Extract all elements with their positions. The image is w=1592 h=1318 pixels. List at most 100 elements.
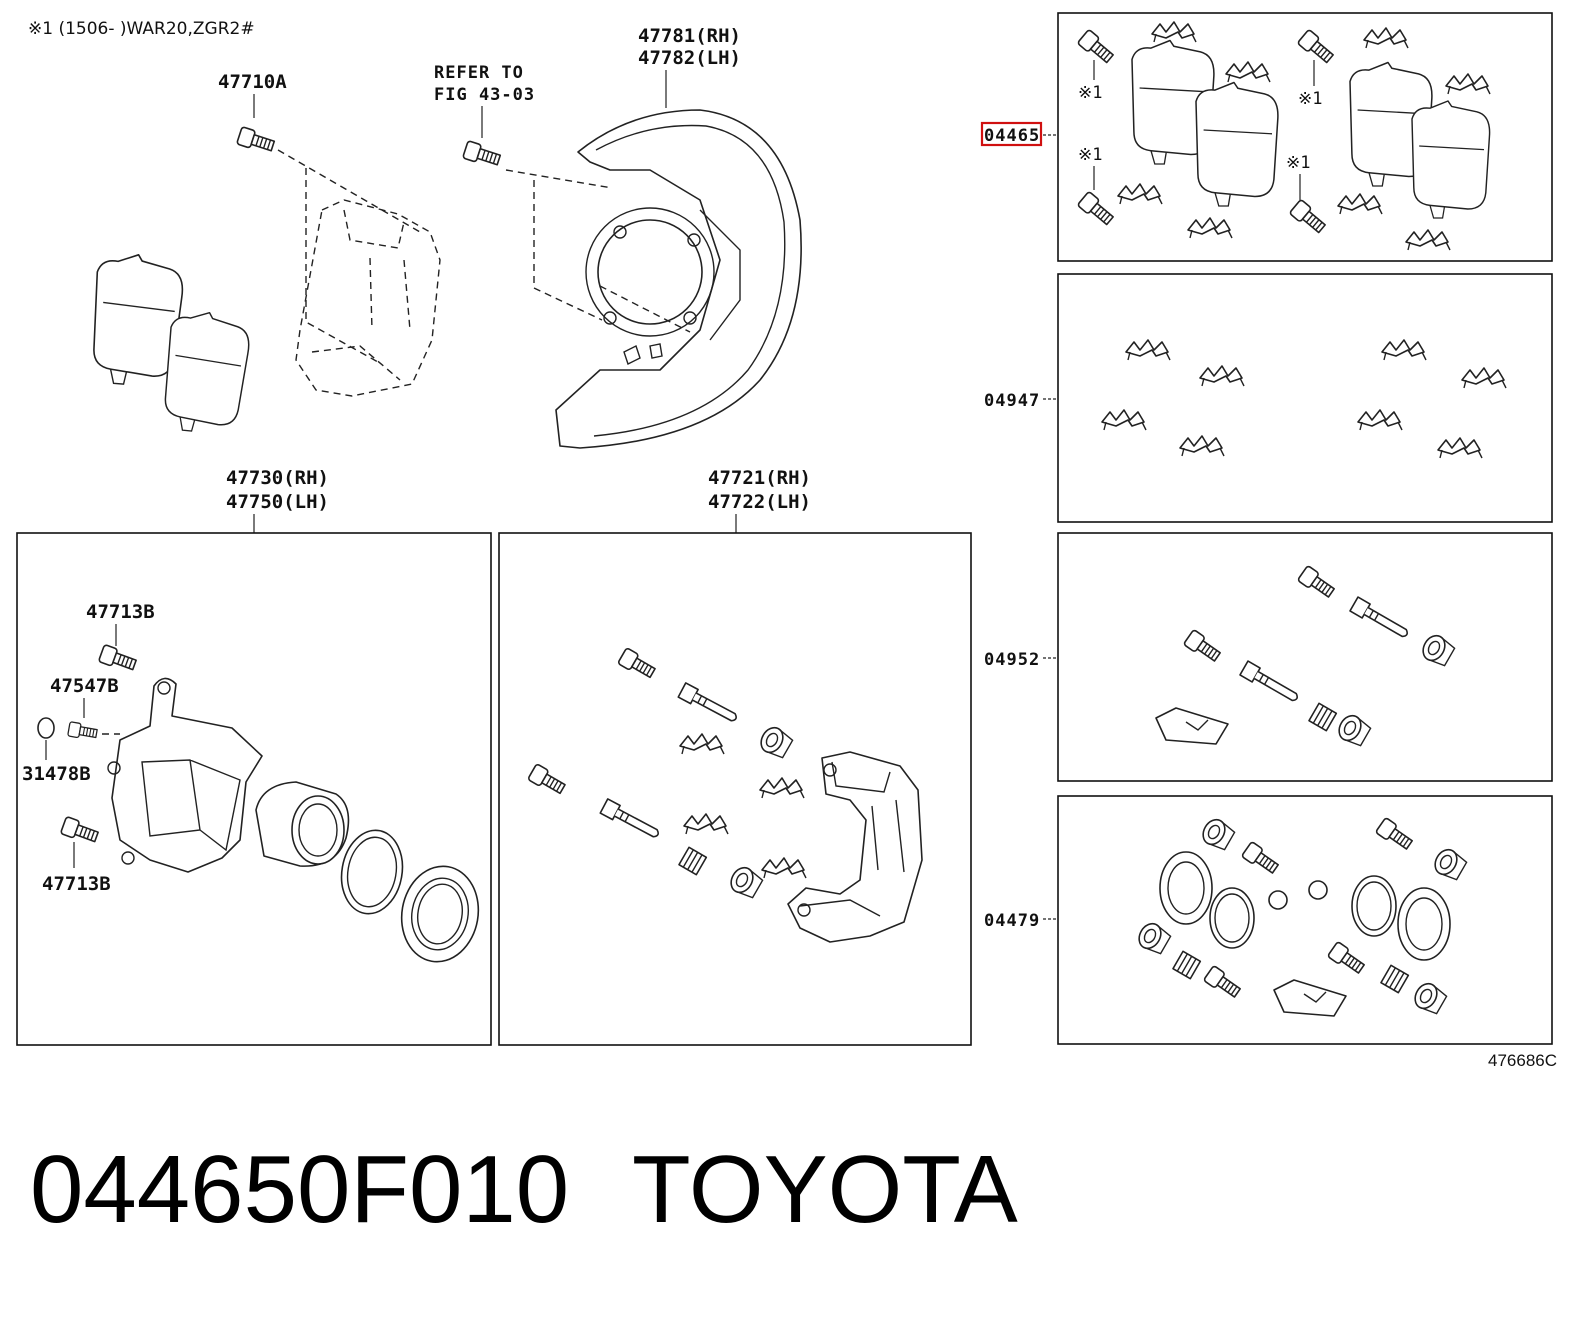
label-47710A: 47710A	[218, 71, 287, 93]
bolt-icon	[1240, 840, 1282, 878]
clip-icon	[1179, 435, 1225, 457]
bolt-icon	[1076, 190, 1117, 229]
bolt-icon	[1182, 628, 1224, 666]
clip-icon	[1437, 437, 1483, 459]
label-47730-rh: 47730(RH)	[226, 467, 329, 489]
cylinder-assembly-box	[16, 532, 492, 1046]
mounting-sketch-icon	[295, 199, 441, 397]
kit-04947-box	[1057, 273, 1553, 523]
label-31478B: 31478B	[22, 763, 91, 785]
kit-04465-box	[1057, 12, 1553, 262]
bolt-refer-icon	[461, 139, 503, 170]
disc-dust-cover-icon	[555, 109, 802, 449]
clip-icon	[1187, 217, 1233, 239]
guide-pin-icon	[677, 682, 741, 727]
bolt-47710A-icon	[235, 125, 277, 156]
bolt-icon	[616, 646, 658, 682]
mark-1-b: ※1	[1078, 145, 1102, 165]
mark-1-c: ※1	[1298, 89, 1322, 109]
bushing-icon	[756, 722, 795, 762]
mark-1-a: ※1	[1078, 83, 1102, 103]
brand-title: TOYOTA	[632, 1136, 1018, 1243]
clip-icon	[1117, 183, 1163, 205]
label-47713B-top: 47713B	[86, 601, 155, 623]
label-47713B-bottom: 47713B	[42, 873, 111, 895]
pad-icon	[1195, 81, 1279, 207]
label-47722-lh: 47722(LH)	[708, 491, 811, 513]
clip-icon	[1405, 229, 1451, 251]
clip-icon	[1151, 21, 1197, 43]
kit-04465-parts: ※1 ※1 ※1 ※1	[1076, 21, 1491, 251]
part-number-title: 044650F010	[30, 1136, 569, 1243]
kit-04479-parts	[1134, 814, 1469, 1018]
bolt-icon	[1076, 28, 1117, 67]
bushing-icon	[1198, 814, 1237, 854]
clip-icon	[759, 777, 805, 799]
pad-icon	[1411, 100, 1491, 219]
clip-icon	[1101, 409, 1147, 431]
clip-icon	[1199, 365, 1245, 387]
guide-pin-icon	[1239, 660, 1302, 707]
label-47547B: 47547B	[50, 675, 119, 697]
bolt-icon	[1296, 564, 1338, 602]
highlight-04465	[980, 121, 1043, 147]
bushing-icon	[1134, 918, 1173, 958]
clip-icon	[1445, 73, 1491, 95]
caliper-mounting-icon	[787, 751, 923, 943]
label-refer-to: REFER TO	[434, 63, 524, 83]
bolt-icon	[1296, 28, 1337, 67]
bushing-icon	[1418, 630, 1457, 670]
mounting-assembly-box	[498, 532, 972, 1046]
guide-pin-icon	[599, 798, 663, 843]
guide-pin-icon	[1349, 596, 1412, 643]
bolt-icon	[1326, 940, 1368, 978]
applicability-note: ※1 (1506- )WAR20,ZGR2#	[28, 19, 255, 39]
cylinder-boot-icon	[400, 865, 480, 963]
label-47781-rh: 47781(RH)	[638, 25, 741, 47]
cap-icon	[1268, 890, 1288, 910]
mounting-parts	[526, 646, 807, 902]
grease-sheet-icon	[1155, 707, 1229, 745]
boot-icon	[1172, 950, 1202, 980]
pad-inner-icon	[159, 308, 253, 437]
label-04465[interactable]: 04465	[984, 126, 1040, 146]
bolt-icon	[1288, 198, 1329, 237]
clip-icon	[1337, 193, 1383, 215]
kit-04947-parts	[1101, 339, 1507, 459]
label-04947[interactable]: 04947	[984, 391, 1040, 411]
bushing-icon	[1410, 978, 1449, 1018]
clip-icon	[1381, 339, 1427, 361]
piston-icon	[255, 781, 350, 867]
seal-ring-icon	[1209, 887, 1255, 949]
bolt-47713B-icon	[59, 815, 101, 847]
bushing-icon	[1334, 710, 1373, 750]
cap-icon	[1308, 880, 1328, 900]
label-04479[interactable]: 04479	[984, 911, 1040, 931]
label-47721-rh: 47721(RH)	[708, 467, 811, 489]
label-47782-lh: 47782(LH)	[638, 47, 741, 69]
seal-ring-icon	[1351, 875, 1397, 937]
bolt-icon	[1374, 816, 1416, 854]
bleeder-cap-icon	[37, 717, 55, 739]
bleeder-plug-icon	[67, 721, 99, 742]
boot-icon	[1380, 964, 1410, 994]
kit-04952-parts	[1155, 564, 1457, 750]
figure-id: 476686C	[1488, 1051, 1557, 1070]
label-04952[interactable]: 04952	[984, 650, 1040, 670]
clip-icon	[1125, 339, 1171, 361]
label-fig-43-03: FIG 43-03	[434, 85, 535, 105]
clip-icon	[683, 813, 729, 835]
caliper-cylinder-icon	[107, 677, 263, 873]
kit-04479-box	[1057, 795, 1553, 1045]
clip-icon	[1225, 61, 1271, 83]
boot-icon	[1308, 702, 1338, 732]
bolt-icon	[1202, 964, 1244, 1002]
boot-icon	[678, 846, 708, 876]
bushing-icon	[726, 862, 765, 902]
clip-icon	[1461, 367, 1507, 389]
grease-sheet-icon	[1273, 979, 1347, 1017]
clip-icon	[1357, 409, 1403, 431]
bolt-47713B-icon	[97, 643, 139, 675]
clip-icon	[679, 733, 725, 755]
